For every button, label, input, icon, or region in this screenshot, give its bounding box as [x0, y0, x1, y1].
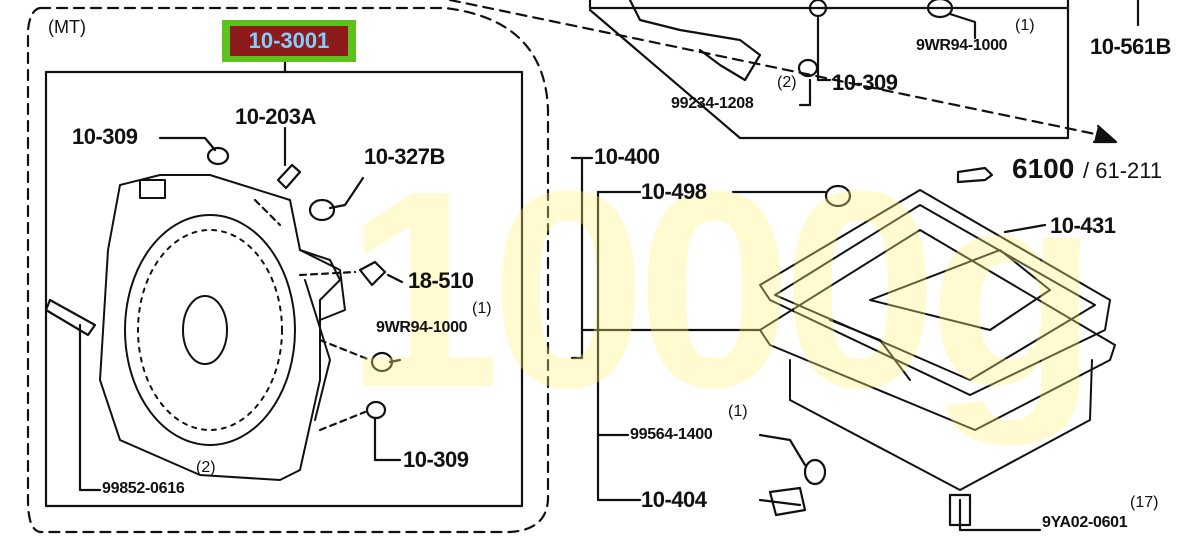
washer-drawing [803, 458, 827, 486]
top-plug-drawing [926, 0, 954, 19]
part-10-561b[interactable]: 10-561B [1090, 34, 1171, 59]
ref-page-main[interactable]: 6100 [1012, 153, 1075, 184]
highlight-tag[interactable]: 10-3001 [222, 20, 356, 62]
part-10-309-top[interactable]: 10-309 [832, 70, 898, 95]
top-right-box [588, 0, 1070, 140]
top-bolt-drawing [797, 58, 819, 78]
section-label-mt: (MT) [48, 17, 86, 37]
part-10-498[interactable]: 10-498 [641, 179, 707, 204]
top-housing-drawing [628, 0, 762, 82]
part-10-309-a[interactable]: 10-309 [72, 124, 138, 149]
top-pin-drawing [808, 0, 828, 18]
qty-9wr94-a: (1) [472, 300, 492, 317]
part-10-431[interactable]: 10-431 [1050, 213, 1116, 238]
part-99852-0616[interactable]: 99852-0616 [102, 480, 185, 497]
oil-pan-drawing [759, 189, 1116, 491]
end-housing-drawing [99, 174, 346, 481]
ref-page-sub[interactable]: / 61-211 [1083, 158, 1163, 183]
mt-section-outline [26, 6, 550, 534]
seal-drawing [308, 198, 336, 222]
drain-bolt-drawing [768, 486, 807, 517]
highlight-tag-label: 10-3001 [230, 26, 348, 56]
part-10-203a[interactable]: 10-203A [235, 104, 316, 129]
stud-drawing [276, 163, 302, 190]
qty-99564: (1) [728, 403, 748, 420]
clip-drawing [824, 184, 852, 208]
qty-9wr94-top: (1) [1015, 17, 1035, 34]
qty-99852: (2) [196, 459, 216, 476]
nipple-drawing [358, 260, 387, 287]
dowel-pin-drawing [206, 146, 230, 166]
pan-bolt-drawing [948, 493, 972, 527]
arrow-head [1092, 124, 1118, 144]
part-99234-1208[interactable]: 99234-1208 [671, 95, 754, 112]
part-99564-1400[interactable]: 99564-1400 [630, 426, 713, 443]
qty-99234: (2) [777, 74, 797, 91]
part-18-510[interactable]: 18-510 [408, 268, 474, 293]
part-9wr94-1000-top[interactable]: 9WR94-1000 [916, 37, 1008, 54]
part-10-309-b[interactable]: 10-309 [403, 447, 469, 472]
qty-9ya02: (17) [1130, 494, 1159, 511]
part-10-404[interactable]: 10-404 [641, 487, 707, 512]
bolt-drawing [44, 298, 97, 337]
part-10-400[interactable]: 10-400 [594, 144, 660, 169]
watermark: 1000g [345, 134, 1099, 446]
ref-hand-icon [956, 166, 994, 184]
part-9ya02-0601[interactable]: 9YA02-0601 [1042, 514, 1128, 531]
part-9wr94-1000-a[interactable]: 9WR94-1000 [376, 319, 468, 336]
part-10-327b[interactable]: 10-327B [364, 144, 445, 169]
